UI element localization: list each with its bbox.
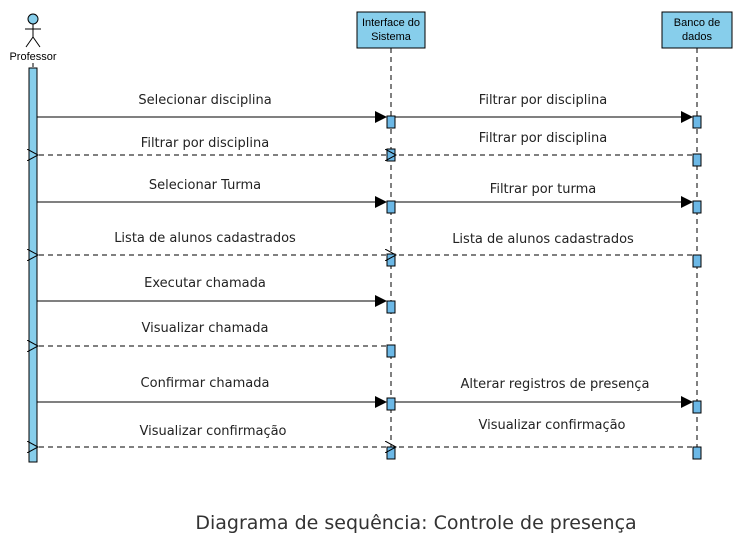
participant-label-line2: Sistema — [371, 31, 412, 43]
message-label: Alterar registros de presença — [461, 377, 650, 392]
activation-box — [386, 300, 396, 314]
activation-box — [386, 446, 396, 460]
activation-box — [692, 254, 702, 268]
banco-activations — [692, 115, 702, 460]
activation-box — [386, 115, 396, 129]
participant-label-line1: Interface do — [362, 17, 420, 29]
professor-actor: Professor — [9, 13, 57, 63]
actor-label: Professor — [9, 51, 56, 63]
message-label: Selecionar Turma — [149, 178, 261, 193]
participant-interface: Interface do Sistema — [356, 11, 426, 49]
activation-box — [386, 344, 396, 358]
activation-box — [386, 253, 396, 267]
participant-label-line1: Banco de — [674, 17, 720, 29]
message-label: Filtrar por disciplina — [141, 136, 269, 151]
activation-box — [386, 200, 396, 214]
activation-box — [692, 400, 702, 414]
message-label: Selecionar disciplina — [138, 93, 271, 108]
activation-box — [692, 153, 702, 167]
participant-banco: Banco de dados — [661, 11, 733, 49]
message-label: Filtrar por disciplina — [479, 93, 607, 108]
message-label: Visualizar chamada — [142, 321, 269, 336]
activation-box — [692, 200, 702, 214]
participant-box — [661, 11, 733, 49]
participant-box — [356, 11, 426, 49]
activation-box — [692, 115, 702, 129]
activation-box — [386, 148, 396, 162]
activation-box — [386, 397, 396, 411]
participant-label-line2: dados — [682, 31, 712, 43]
professor-activation-bar — [28, 67, 38, 463]
message-label: Confirmar chamada — [141, 376, 270, 391]
message-label: Lista de alunos cadastrados — [452, 232, 634, 247]
stick-figure-icon — [25, 13, 41, 48]
message-label: Filtrar por turma — [490, 182, 596, 197]
activation-box — [692, 446, 702, 460]
diagram-caption: Diagrama de sequência: Controle de prese… — [195, 512, 636, 534]
message-label: Lista de alunos cadastrados — [114, 231, 296, 246]
message-label: Visualizar confirmação — [139, 424, 286, 439]
message-label: Visualizar confirmação — [478, 418, 625, 433]
message-label: Filtrar por disciplina — [479, 131, 607, 146]
message-label: Executar chamada — [144, 276, 266, 291]
